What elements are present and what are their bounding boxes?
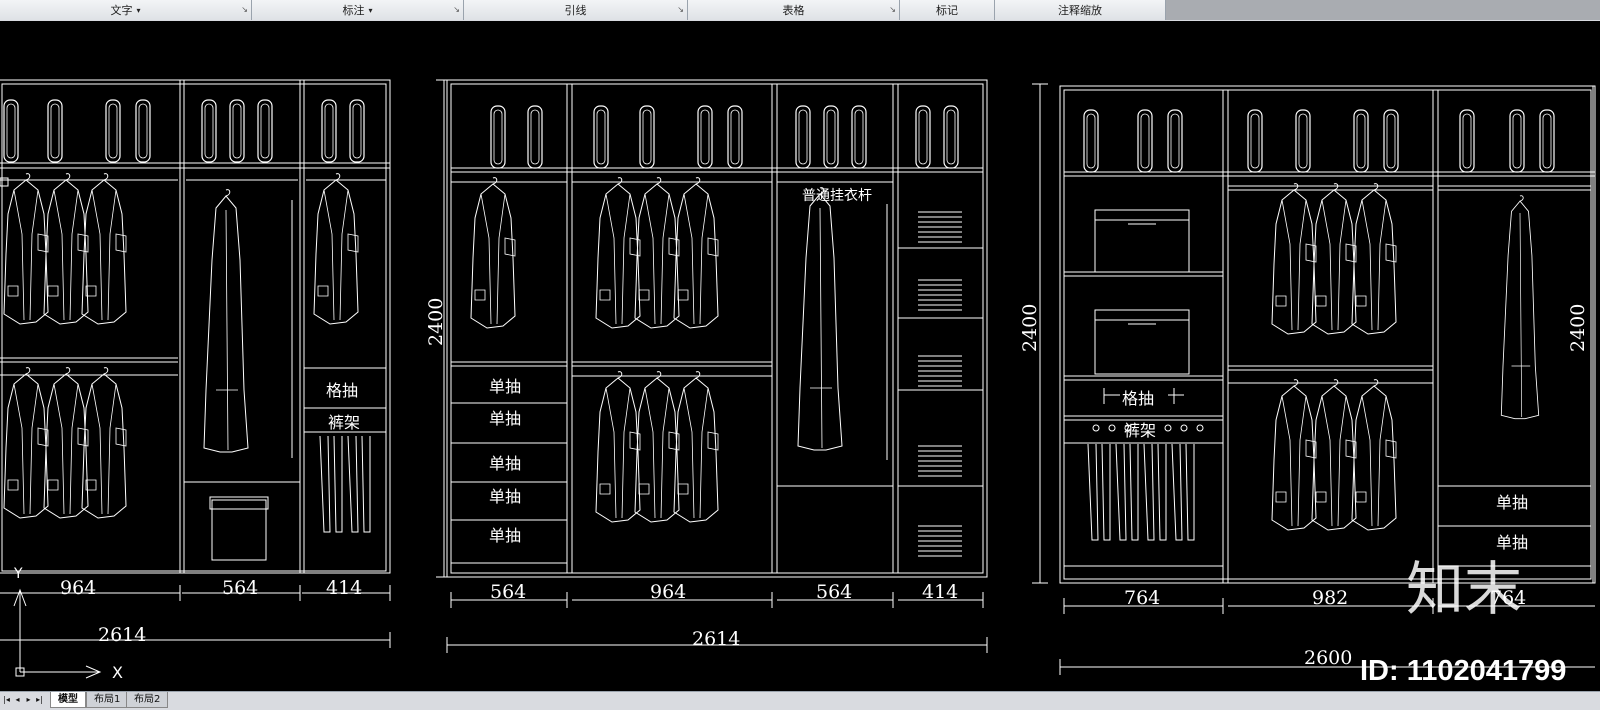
ribbon-panel-dimension[interactable]: 标注 ▾ ↘ <box>252 0 464 20</box>
first-tab-icon[interactable]: |◂ <box>3 695 10 704</box>
dim-left-2: 564 <box>222 577 258 599</box>
tab-layout1[interactable]: 布局1 <box>86 692 129 708</box>
tab-model[interactable]: 模型 <box>50 692 86 708</box>
dim-left-1: 964 <box>60 577 96 599</box>
next-tab-icon[interactable]: ▸ <box>26 695 31 704</box>
last-tab-icon[interactable]: ▸| <box>36 695 43 704</box>
ribbon-panel-text[interactable]: 文字 ▾ ↘ <box>0 0 252 20</box>
ribbon-panel-markup[interactable]: 标记 <box>900 0 995 20</box>
dim-right-height-left: 2400 <box>1019 304 1041 352</box>
watermark-id: ID: 1102041799 <box>1360 655 1566 687</box>
label-middle-drawer-1: 单抽 <box>489 377 521 396</box>
ribbon-panel-label: 引线 <box>564 4 587 17</box>
ribbon-panel-label: 标记 <box>936 4 958 17</box>
label-right-drawer-1: 单抽 <box>1496 493 1528 512</box>
label-right-drawer-grid: 格抽 <box>1122 389 1154 408</box>
dialog-launcher-icon[interactable]: ↘ <box>677 5 684 14</box>
label-middle-drawer-4: 单抽 <box>489 487 521 506</box>
wardrobe-left-elevation <box>0 79 391 574</box>
dialog-launcher-icon[interactable]: ↘ <box>889 5 896 14</box>
chevron-down-icon: ▾ <box>136 5 141 15</box>
label-right-pants-rack: 裤架 <box>1124 421 1156 440</box>
label-middle-drawer-2: 单抽 <box>489 409 521 428</box>
prev-tab-icon[interactable]: ◂ <box>15 695 20 704</box>
ribbon-panel-table[interactable]: 表格 ↘ <box>688 0 900 20</box>
tab-layout2[interactable]: 布局2 <box>126 692 169 708</box>
ribbon-panel-annotation-scaling[interactable]: 注释缩放 <box>995 0 1166 20</box>
wardrobe-left-dimensions <box>0 585 391 648</box>
wardrobe-middle-dimensions <box>436 79 988 653</box>
label-left-drawer-grid: 格抽 <box>326 381 358 400</box>
dim-right-total: 2600 <box>1304 647 1352 669</box>
watermark-brand: 知末 <box>1406 555 1522 623</box>
dim-middle-3: 564 <box>816 581 852 603</box>
ucs-icon <box>13 588 102 679</box>
dim-right-height-right: 2400 <box>1567 304 1589 352</box>
dim-middle-1: 564 <box>490 581 526 603</box>
ribbon-empty-area <box>1166 0 1600 20</box>
label-right-drawer-2: 单抽 <box>1496 533 1528 552</box>
dim-left-total: 2614 <box>98 624 146 646</box>
ribbon-panel-label: 表格 <box>782 4 805 17</box>
label-middle-drawer-5: 单抽 <box>489 526 521 545</box>
ribbon-panel-leader[interactable]: 引线 ↘ <box>464 0 688 20</box>
ribbon-panel-label: 注释缩放 <box>1058 4 1102 17</box>
drawing-canvas[interactable]: 964 564 414 2614 格抽 裤架 2400 564 964 564 … <box>0 21 1600 691</box>
ucs-y-label: Y <box>13 566 23 582</box>
label-middle-hanging-rod: 普通挂衣杆 <box>802 188 872 204</box>
wardrobe-middle-elevation <box>446 79 988 578</box>
watermark: 知末 ID: 1102041799 <box>1360 555 1566 687</box>
dim-right-3: 764 <box>1490 587 1526 609</box>
dim-middle-2: 964 <box>650 581 686 603</box>
dim-middle-4: 414 <box>922 581 958 603</box>
layout-tab-bar: |◂ ◂ ▸ ▸| 模型 布局1 布局2 <box>0 691 1600 710</box>
wardrobe-right-elevation <box>1059 85 1596 584</box>
ucs-x-label: X <box>112 663 123 682</box>
chevron-down-icon: ▾ <box>368 5 373 15</box>
dim-right-1: 764 <box>1124 587 1160 609</box>
dialog-launcher-icon[interactable]: ↘ <box>453 5 460 14</box>
dim-right-2: 982 <box>1312 587 1348 609</box>
dim-left-3: 414 <box>326 577 362 599</box>
dim-middle-total: 2614 <box>692 628 740 650</box>
dialog-launcher-icon[interactable]: ↘ <box>241 5 248 14</box>
dim-middle-height: 2400 <box>425 298 447 346</box>
ribbon-panel-label: 标注 <box>342 4 365 17</box>
label-middle-drawer-3: 单抽 <box>489 454 521 473</box>
ribbon-panel-bar: 文字 ▾ ↘ 标注 ▾ ↘ 引线 ↘ 表格 ↘ 标记 注释缩放 <box>0 0 1600 21</box>
label-left-pants-rack: 裤架 <box>328 413 360 432</box>
ribbon-panel-label: 文字 <box>110 4 133 17</box>
wardrobe-right-dimensions <box>1032 83 1595 675</box>
